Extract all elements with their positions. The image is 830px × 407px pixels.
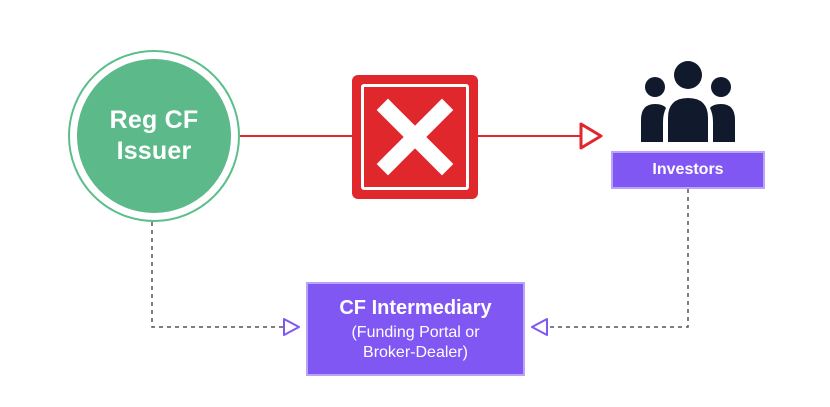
intermediary-subtitle-line2: Broker-Dealer)	[363, 344, 468, 361]
investors-to-intermediary-line	[547, 189, 689, 328]
people-group-icon	[641, 61, 735, 142]
direct-arrowhead	[579, 122, 603, 150]
intermediary-title: CF Intermediary	[339, 297, 492, 319]
investors-node: Investors	[611, 151, 765, 189]
blocked-frame	[361, 84, 469, 190]
issuer-node: Reg CF Issuer	[68, 50, 240, 222]
intermediary-node: CF Intermediary (Funding Portal or Broke…	[306, 282, 525, 376]
investors-to-intermediary-arrowhead	[531, 318, 548, 336]
issuer-to-intermediary-arrowhead	[283, 318, 300, 336]
issuer-label-line1: Reg CF	[109, 106, 199, 134]
blocked-node	[352, 75, 478, 199]
x-mark-icon	[376, 98, 454, 176]
investors-label: Investors	[652, 161, 724, 178]
intermediary-subtitle-line1: (Funding Portal or	[351, 324, 480, 341]
issuer-to-intermediary-line	[151, 222, 284, 328]
issuer-circle-fill: Reg CF Issuer	[77, 59, 231, 213]
issuer-label-line2: Issuer	[116, 137, 192, 165]
